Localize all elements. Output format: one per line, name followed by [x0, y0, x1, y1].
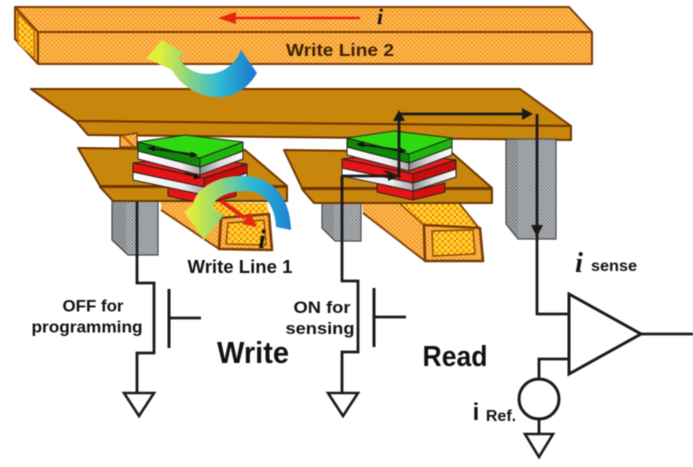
svg-text:programming: programming	[32, 318, 143, 337]
svg-text:OFF for: OFF for	[63, 297, 124, 316]
svg-text:Write: Write	[217, 335, 289, 370]
svg-text:i: i	[377, 4, 384, 29]
svg-text:ON for: ON for	[294, 298, 351, 317]
svg-text:sense: sense	[591, 258, 637, 275]
svg-text:Write Line 1: Write Line 1	[188, 257, 293, 277]
svg-text:i: i	[473, 399, 480, 426]
svg-text:Write Line 2: Write Line 2	[286, 40, 394, 60]
svg-text:Read: Read	[423, 341, 488, 373]
svg-text:i: i	[258, 225, 266, 254]
svg-text:sensing: sensing	[286, 319, 355, 338]
svg-text:i: i	[575, 248, 583, 279]
svg-text:Ref.: Ref.	[486, 408, 516, 425]
